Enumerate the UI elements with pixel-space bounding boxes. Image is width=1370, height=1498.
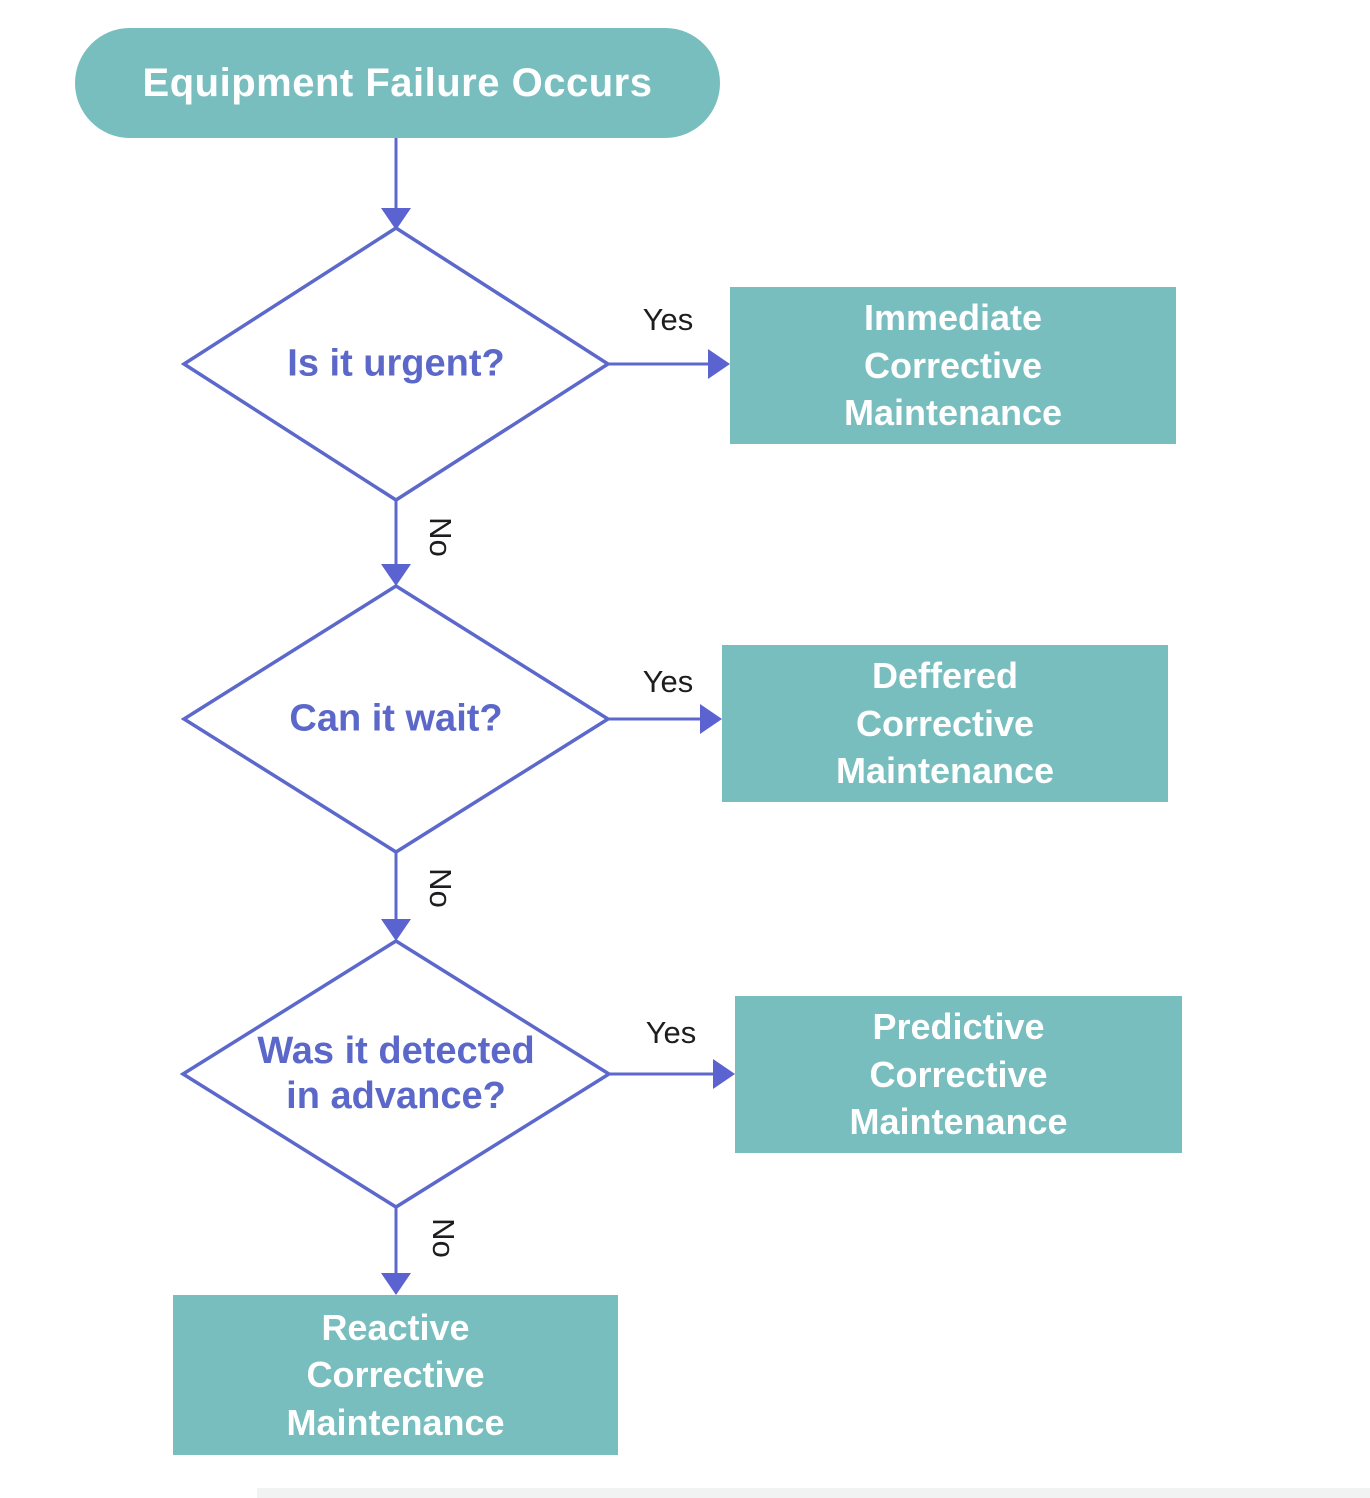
outcome-reactive-corrective: Reactive Corrective Maintenance [173, 1295, 618, 1455]
arrowhead-no-3 [381, 1273, 411, 1295]
yes-label-3: Yes [645, 1015, 697, 1050]
outcome-predictive-label: Predictive Corrective Maintenance [849, 1006, 1068, 1143]
outcome-predictive-corrective: Predictive Corrective Maintenance [735, 996, 1182, 1153]
outcome-deferred-corrective: Deffered Corrective Maintenance [722, 645, 1168, 802]
arrowhead-yes-2 [700, 704, 722, 734]
outcome-immediate-label: Immediate Corrective Maintenance [843, 297, 1063, 434]
outcome-reactive-label: Reactive Corrective Maintenance [286, 1306, 505, 1443]
outcome-deferred-label: Deffered Corrective Maintenance [835, 655, 1055, 792]
start-node: Equipment Failure Occurs [75, 28, 720, 138]
decision-label-1: Is it urgent? [287, 342, 505, 385]
arrowhead-start-to-decision1 [381, 208, 411, 230]
no-label-3: No [426, 1218, 461, 1258]
no-label-1: No [423, 517, 458, 557]
no-label-2: No [423, 868, 458, 908]
arrowhead-no-1 [381, 564, 411, 586]
outcome-immediate-corrective: Immediate Corrective Maintenance [730, 287, 1176, 444]
bottom-edge-bar [257, 1488, 1370, 1498]
arrowhead-yes-3 [713, 1059, 735, 1089]
arrowhead-yes-1 [708, 349, 730, 379]
decision-label-2: Can it wait? [289, 697, 503, 740]
start-node-label: Equipment Failure Occurs [142, 60, 653, 105]
yes-label-2: Yes [642, 664, 694, 699]
decision-label-3: Was it detected in advance? [257, 1030, 535, 1117]
yes-label-1: Yes [642, 302, 694, 337]
arrowhead-no-2 [381, 919, 411, 941]
